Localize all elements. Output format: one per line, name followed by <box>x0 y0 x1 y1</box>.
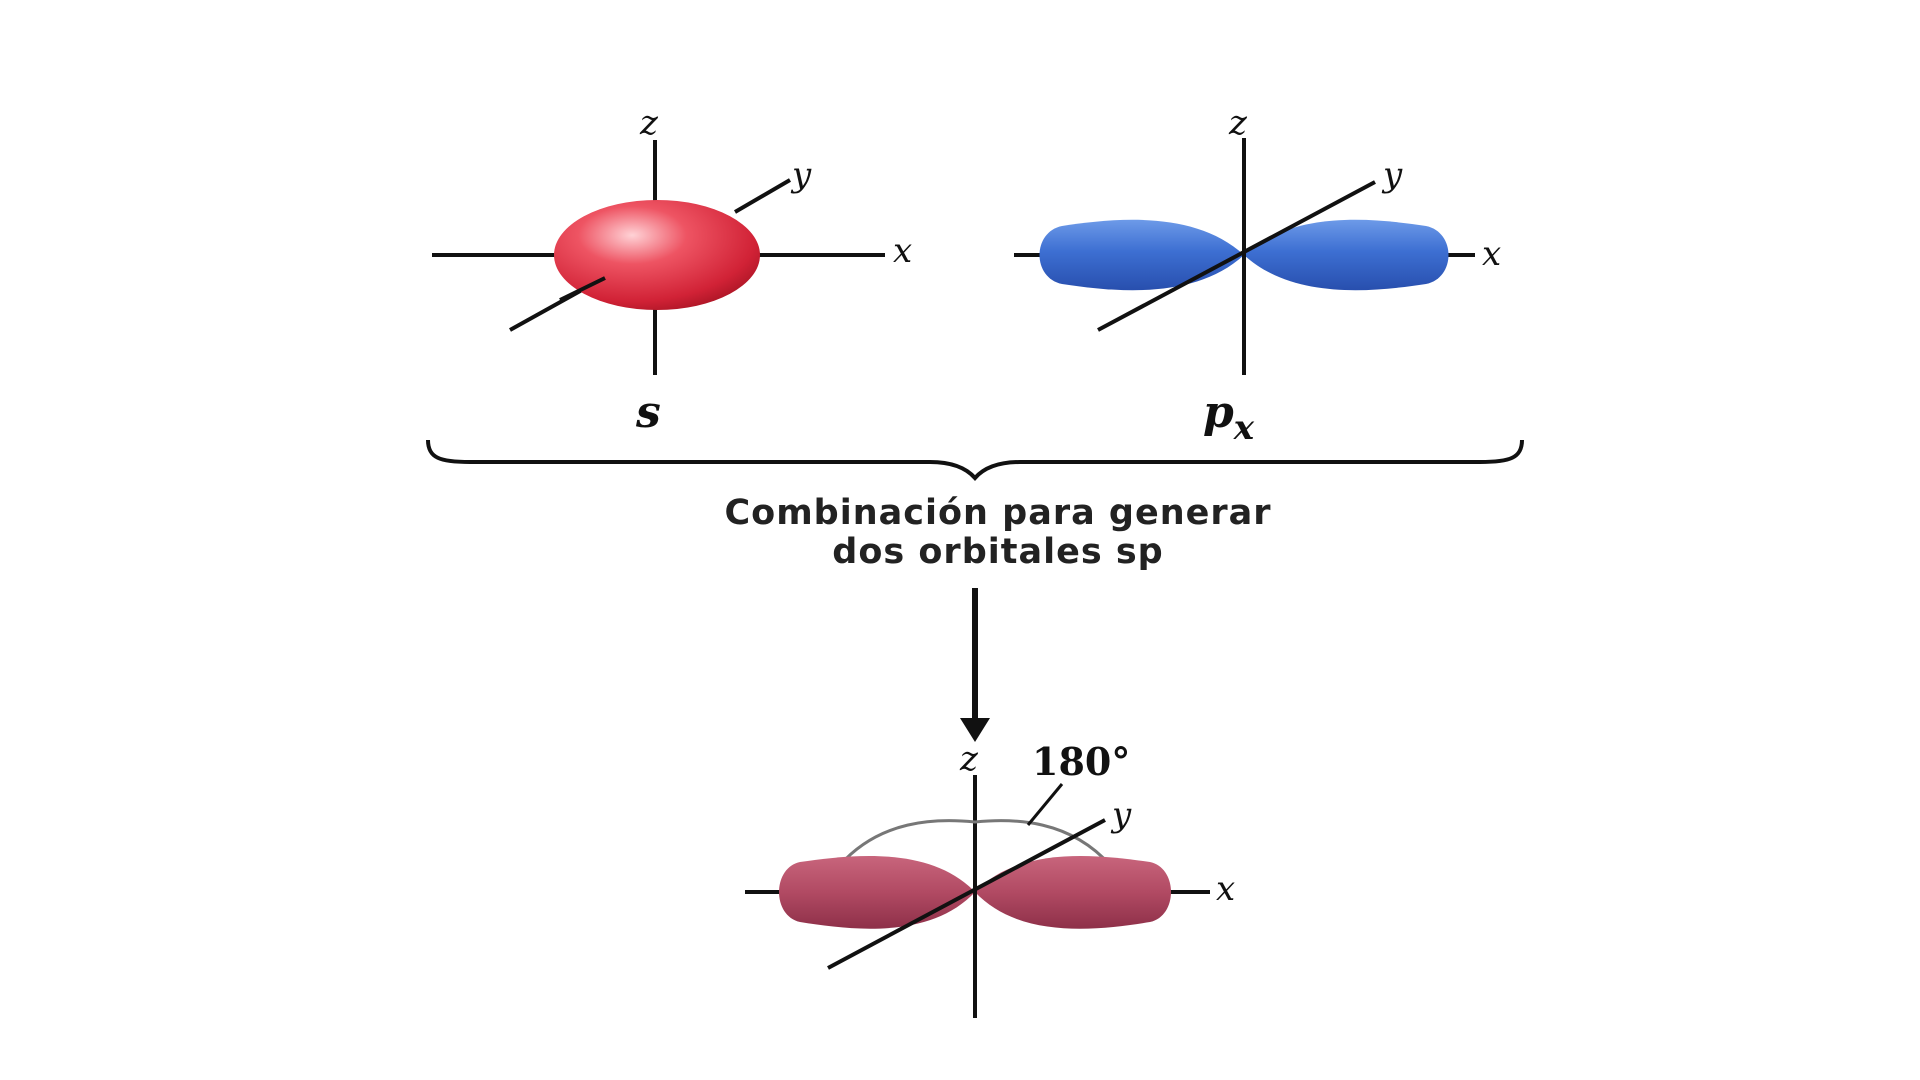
px-orbital-letter: p <box>1203 387 1234 438</box>
s-z-axis-label: z <box>639 103 659 143</box>
sp-angle-arc <box>838 819 1112 866</box>
px-orbital-lobe-left <box>1039 219 1244 291</box>
px-y-axis <box>1097 180 1376 332</box>
px-y-axis-label: y <box>1381 155 1403 195</box>
sp-orbital-group: 180° z y x <box>745 739 1235 1018</box>
s-x-axis-label: x <box>893 231 912 271</box>
caption-line-2: dos orbitales sp <box>832 532 1163 572</box>
sp-x-axis-label: x <box>1216 869 1235 909</box>
px-z-axis-label: z <box>1228 103 1248 143</box>
caption-line-1: Combinación para generar <box>724 493 1271 533</box>
s-y-axis-label: y <box>790 155 812 195</box>
s-y-axis-front <box>559 276 606 302</box>
sp-angle-leader <box>1026 783 1064 826</box>
s-orbital-group: z y x s <box>432 103 912 438</box>
down-arrow-head <box>960 718 990 742</box>
px-orbital-lobe-right <box>1244 219 1449 291</box>
px-orbital-label: px <box>1203 387 1255 448</box>
px-orbital-subscript: x <box>1233 408 1255 448</box>
combination-brace <box>426 439 1524 482</box>
sp-orbital-lobe-left <box>779 855 975 929</box>
sp-angle-label: 180° <box>1032 739 1130 784</box>
s-y-axis-top <box>733 178 792 214</box>
s-orbital-label: s <box>635 387 661 438</box>
sp-y-axis <box>827 818 1106 970</box>
s-orbital-sphere <box>554 200 760 310</box>
sp-orbital-lobe-right <box>975 855 1171 929</box>
px-x-axis-label: x <box>1482 234 1501 274</box>
sp-z-axis-label: z <box>959 739 979 779</box>
px-orbital-group: z y x px <box>1014 103 1501 448</box>
sp-y-axis-label: y <box>1110 795 1132 835</box>
